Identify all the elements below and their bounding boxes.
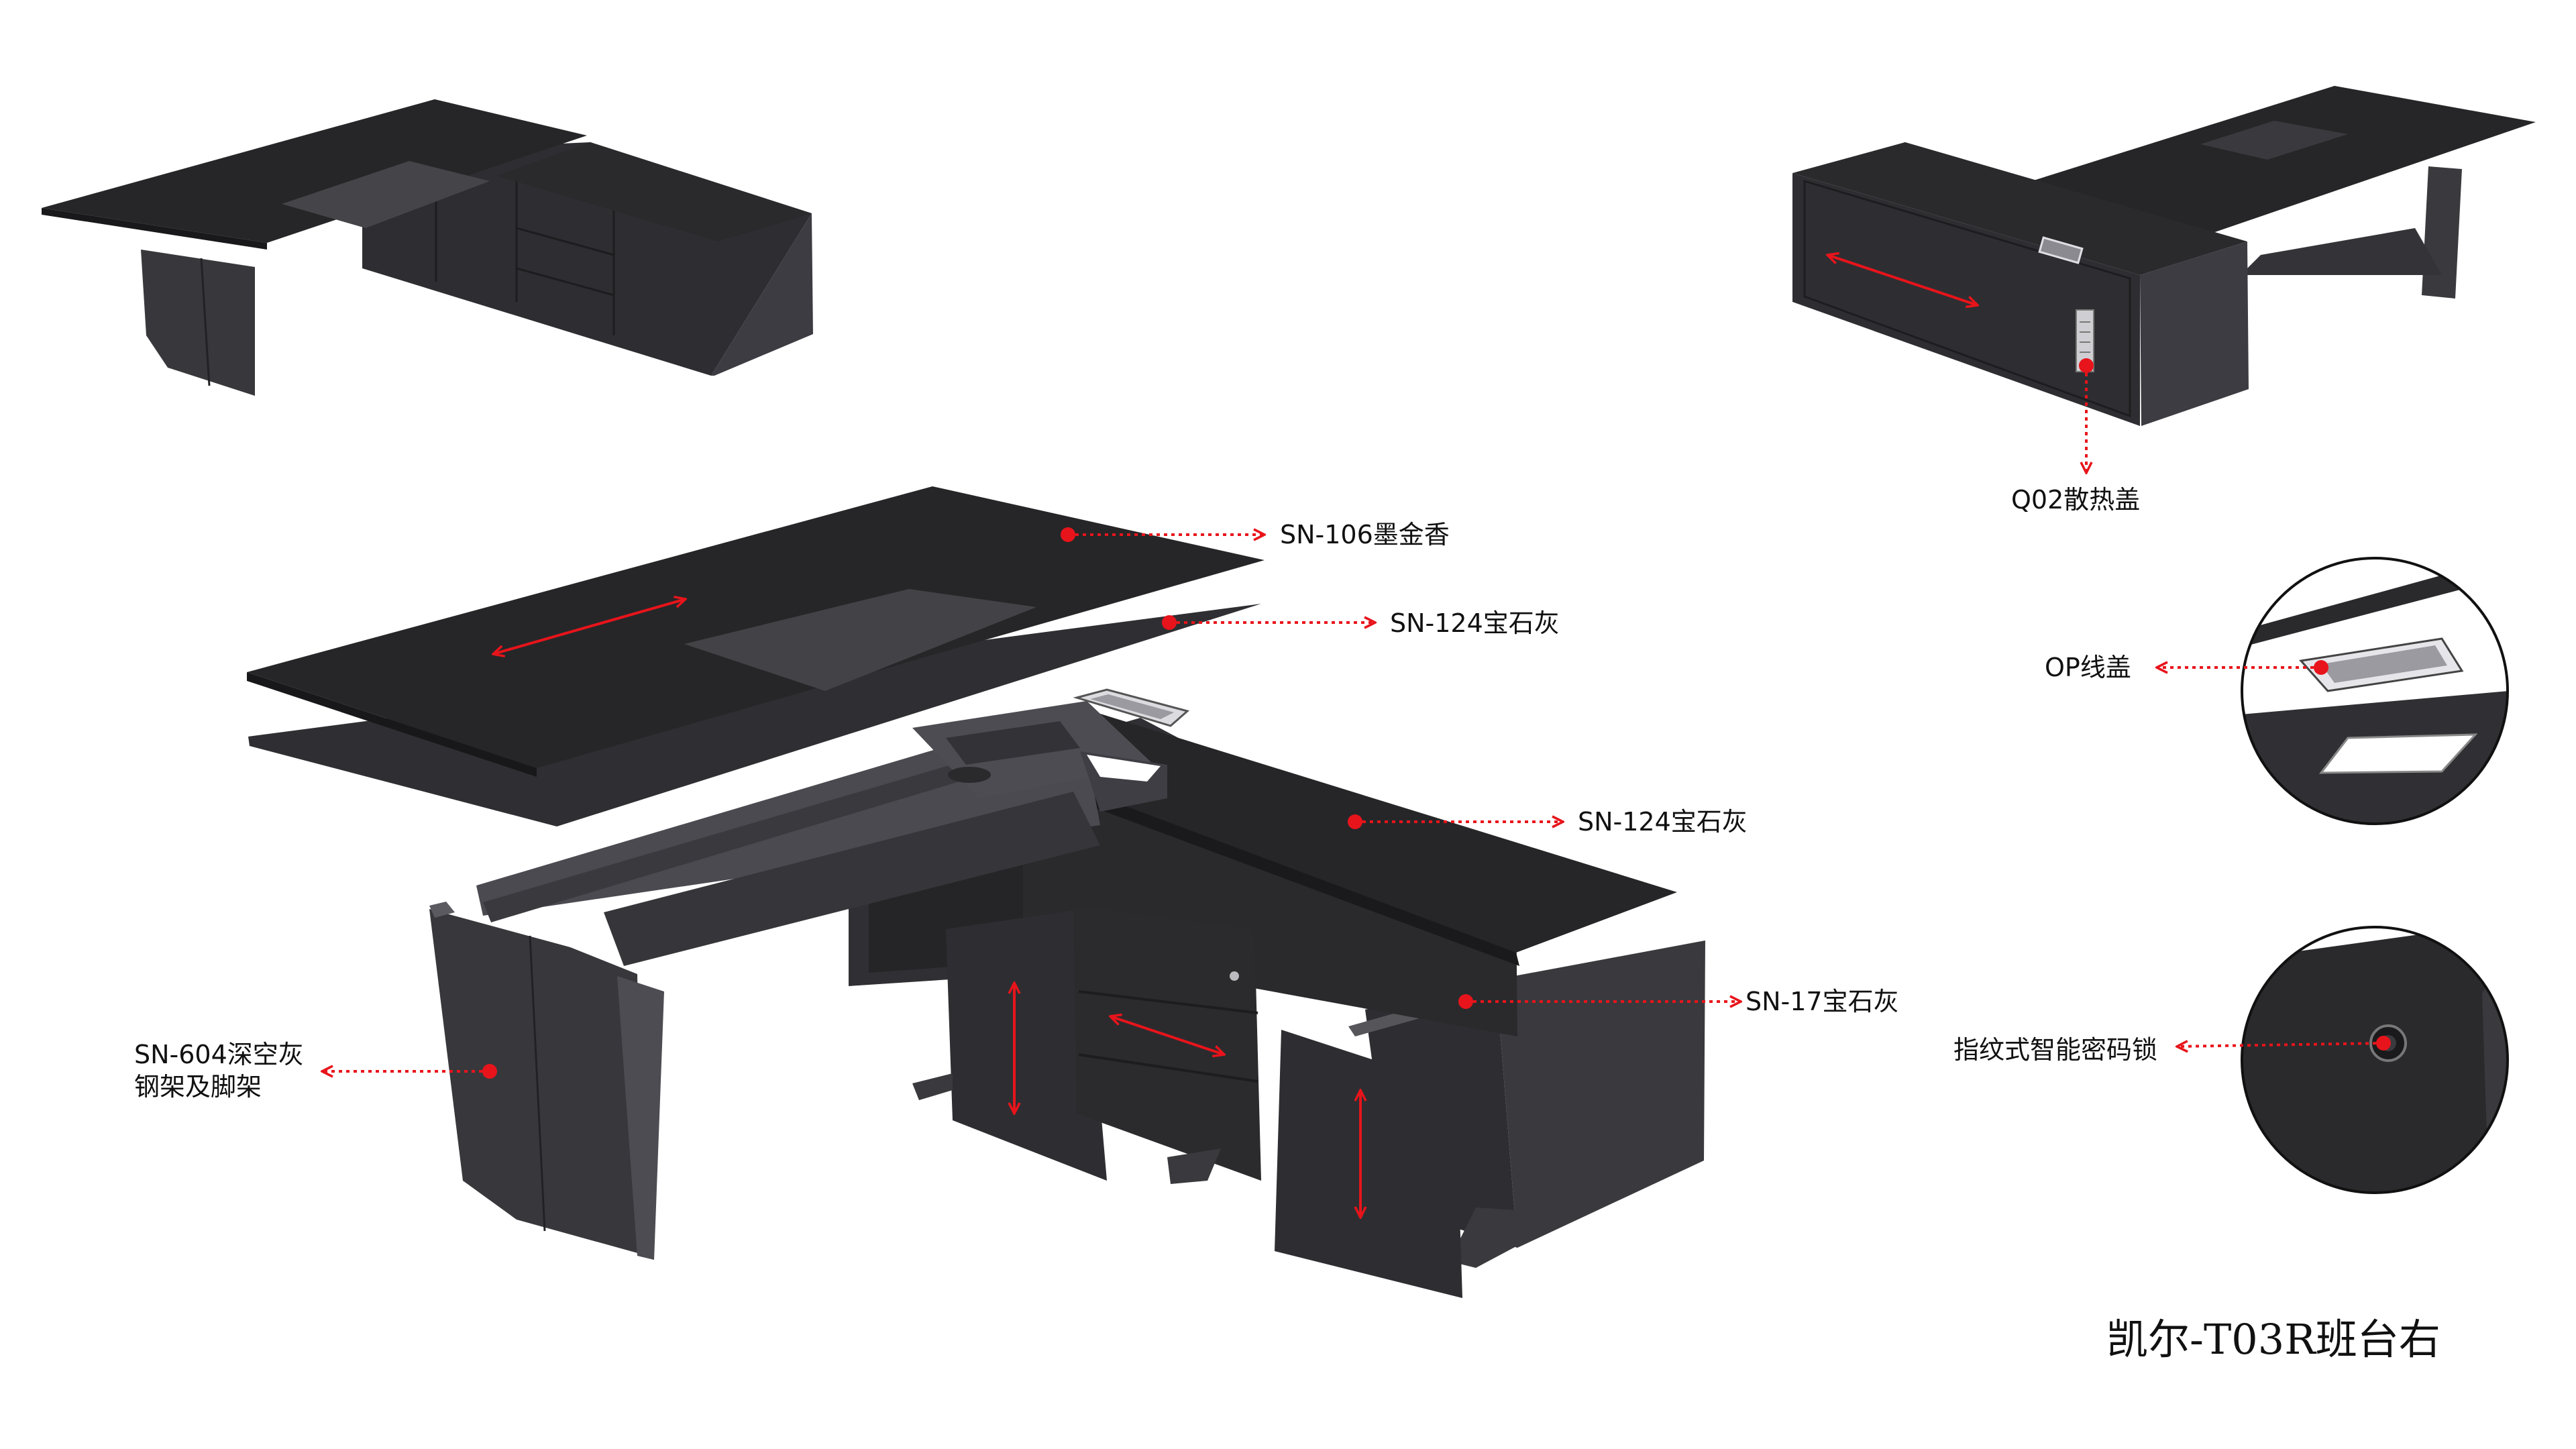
label-lock: 指纹式智能密码锁 [1953, 1035, 2157, 1065]
callout-leaders [322, 358, 2391, 1079]
product-title: 凯尔-T03R班台右 [2106, 1315, 2440, 1364]
exploded-desk-view [247, 486, 1705, 1298]
cable-cover-part [1073, 688, 1190, 727]
label-top-finish: SN-106墨金香 [1280, 520, 1450, 549]
label-cabinet-top: SN-124宝石灰 [1578, 807, 1748, 837]
assembled-desk-rear-view [1792, 86, 2536, 426]
cable-cover-detail [2241, 557, 2509, 825]
label-cabinet-side: SN-17宝石灰 [1746, 987, 1899, 1016]
label-frame-line1: SN-604深空灰 [134, 1040, 304, 1069]
label-vent-cover: Q02散热盖 [2011, 485, 2140, 515]
steel-frame [476, 701, 1167, 966]
label-frame-line2: 钢架及脚架 [134, 1072, 262, 1102]
base-feet [912, 1073, 1221, 1184]
desk-top [247, 486, 1265, 826]
label-top-underlay: SN-124宝石灰 [1390, 608, 1560, 638]
assembled-desk-front-view [42, 99, 813, 396]
label-cable-cover: OP线盖 [2045, 653, 2131, 682]
callout-labels: SN-106墨金香 SN-124宝石灰 SN-124宝石灰 SN-17宝石灰 S… [134, 485, 2440, 1364]
drawer-doors [946, 906, 1462, 1298]
smart-lock-detail [2241, 926, 2509, 1194]
left-leg-panel [429, 902, 664, 1260]
